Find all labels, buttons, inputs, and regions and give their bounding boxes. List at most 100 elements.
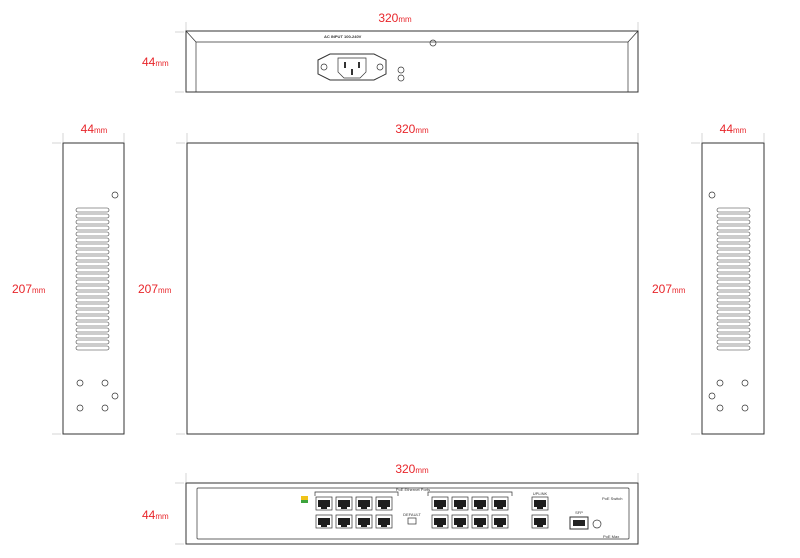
vent-slot xyxy=(716,327,751,333)
side-screw-icon xyxy=(101,404,109,412)
front-panel-inset xyxy=(196,487,630,540)
vent-slot xyxy=(716,255,751,261)
rj45-port-icon xyxy=(431,514,449,529)
rj45-port-icon xyxy=(431,496,449,511)
vent-slot xyxy=(75,309,110,315)
front-width-dimension: 320mm xyxy=(395,462,429,476)
front-view: 320mm 44mm PoE Ethernet Ports DEFAULT UP… xyxy=(142,462,639,545)
vent-slot xyxy=(75,339,110,345)
vent-slot xyxy=(75,297,110,303)
vent-slot xyxy=(716,213,751,219)
left-side-view: 44mm 207mm xyxy=(12,122,125,435)
top-view-outline xyxy=(186,142,639,435)
rj45-port-icon xyxy=(335,514,353,529)
ventilation-slots xyxy=(716,207,751,351)
vent-slot xyxy=(716,315,751,321)
vent-slot xyxy=(75,219,110,225)
mode-switch-icon xyxy=(407,517,417,525)
vent-slot xyxy=(75,207,110,213)
rj45-port-icon xyxy=(451,514,469,529)
vent-slot xyxy=(75,213,110,219)
front-height-dimension: 44mm xyxy=(142,508,169,522)
side-screw-icon xyxy=(708,191,716,199)
vent-slot xyxy=(75,285,110,291)
side-screw-icon xyxy=(111,191,119,199)
vent-slot xyxy=(75,249,110,255)
rj45-port-icon xyxy=(451,496,469,511)
side-screw-icon xyxy=(76,404,84,412)
vent-slot xyxy=(75,273,110,279)
port-bracket-left xyxy=(314,491,399,496)
ac-input-label: AC INPUT 100-240V xyxy=(324,34,362,39)
rj45-port-icon xyxy=(315,496,333,511)
top-height-dimension: 207mm xyxy=(138,282,172,296)
vent-slot xyxy=(716,309,751,315)
rear-chamfer-top xyxy=(185,30,639,43)
rear-height-dimension: 44mm xyxy=(142,55,169,69)
front-panel-outline xyxy=(185,482,639,545)
vent-slot xyxy=(75,279,110,285)
vent-slot xyxy=(716,207,751,213)
mode-label: DEFAULT xyxy=(403,512,421,517)
right-height-dimension: 207mm xyxy=(652,282,686,296)
vent-slot xyxy=(716,243,751,249)
top-view: 320mm 207mm xyxy=(138,122,639,435)
rj45-port-icon xyxy=(335,496,353,511)
rj45-port-array xyxy=(315,496,509,529)
vent-slot xyxy=(75,345,110,351)
vent-slot xyxy=(716,249,751,255)
vent-slot xyxy=(716,267,751,273)
vent-slot xyxy=(716,303,751,309)
vent-slot xyxy=(75,255,110,261)
vent-slot xyxy=(716,285,751,291)
sfp-slot-icon xyxy=(573,520,585,526)
vent-slot xyxy=(75,237,110,243)
vent-slot xyxy=(75,231,110,237)
logo-icon xyxy=(301,500,308,503)
vent-slot xyxy=(716,321,751,327)
vent-slot xyxy=(716,231,751,237)
right-depth-dimension: 44mm xyxy=(720,122,747,136)
vent-slot xyxy=(75,315,110,321)
rj45-port-icon xyxy=(471,514,489,529)
side-screw-icon xyxy=(716,379,724,387)
vent-slot xyxy=(716,237,751,243)
vent-slot xyxy=(75,261,110,267)
uplink-label: UPLINK xyxy=(533,491,548,496)
vent-slot xyxy=(716,279,751,285)
rj45-port-icon xyxy=(315,514,333,529)
vent-slot xyxy=(716,291,751,297)
left-height-dimension: 207mm xyxy=(12,282,46,296)
side-screw-icon xyxy=(708,392,716,400)
vent-slot xyxy=(75,327,110,333)
side-screw-icon xyxy=(741,379,749,387)
side-screw-icon xyxy=(716,404,724,412)
left-depth-dimension: 44mm xyxy=(81,122,108,136)
rear-panel-outline xyxy=(185,30,639,93)
vent-slot xyxy=(75,333,110,339)
vent-slot xyxy=(716,273,751,279)
logo-icon xyxy=(301,496,308,500)
vent-slot xyxy=(75,321,110,327)
side-screw-icon xyxy=(741,404,749,412)
side-screw-icon xyxy=(101,379,109,387)
vent-slot xyxy=(716,225,751,231)
uplink-ports xyxy=(531,496,549,529)
right-side-view: 44mm 207mm xyxy=(652,122,765,435)
rj45-port-icon xyxy=(375,514,393,529)
rj45-port-icon xyxy=(531,496,549,511)
port-group-label: PoE Ethernet Ports xyxy=(396,487,430,492)
rj45-port-icon xyxy=(491,514,509,529)
ventilation-slots xyxy=(75,207,110,351)
reset-button-icon xyxy=(592,519,602,529)
rj45-port-icon xyxy=(355,496,373,511)
vent-slot xyxy=(75,225,110,231)
vent-slot xyxy=(716,297,751,303)
rj45-port-icon xyxy=(471,496,489,511)
power-inlet-icon xyxy=(317,53,387,81)
vent-slot xyxy=(716,339,751,345)
rear-width-dimension: 320mm xyxy=(378,11,412,25)
vent-slot xyxy=(75,243,110,249)
vent-slot xyxy=(716,219,751,225)
